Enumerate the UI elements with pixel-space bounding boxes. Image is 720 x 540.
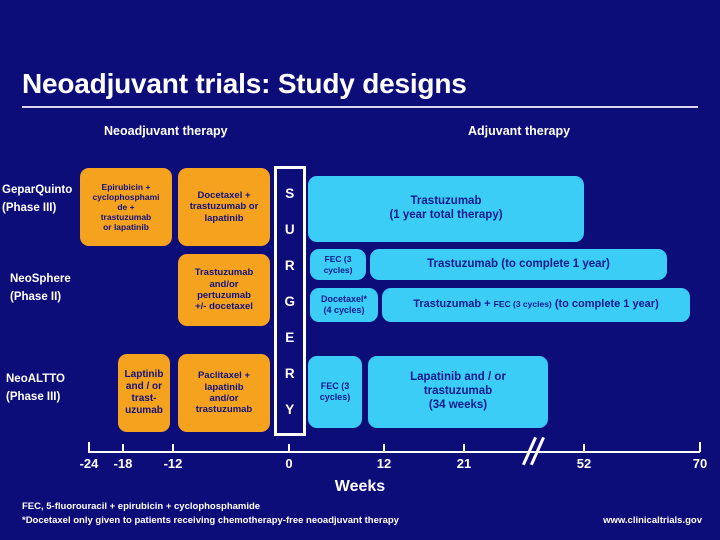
axis-title-weeks: Weeks [334,478,386,495]
axis-tick [583,444,585,452]
surgery-letter: U [284,221,296,237]
axis-tick-label: 21 [456,456,472,471]
box-line: Trastuzumab + [413,298,491,311]
box-neoaltto-neoadjuvant-1[interactable]: Laptinib and / or trast- uzumab [118,354,170,432]
trial-phase: (Phase II) [10,290,62,303]
box-neoaltto-neoadjuvant-2[interactable]: Paclitaxel + lapatinib and/or trastuzuma… [178,354,270,432]
box-line: pertuzumab [197,290,251,301]
box-line: Trastuzumab [194,267,254,279]
box-line: lapatinib [204,381,244,393]
timeline-axis [88,451,700,453]
axis-break-marker [520,436,548,466]
axis-tick [463,444,465,452]
box-neosphere-adjuvant-trastuzumab[interactable]: Trastuzumab (to complete 1 year) [370,249,667,280]
box-geparquinto-neoadjuvant-2[interactable]: Docetaxel + trastuzumab or lapatinib [178,168,270,246]
source-url[interactable]: www.clinicaltrials.gov [603,515,702,526]
box-line: +/- docetaxel [195,301,253,313]
box-line: Laptinib [124,369,164,380]
surgery-letter: E [285,329,295,345]
box-line: de + [117,201,135,212]
page-title: Neoadjuvant trials: Study designs [22,68,467,99]
trial-phase: (Phase III) [2,201,57,214]
footnote-docetaxel: *Docetaxel only given to patients receiv… [22,515,399,526]
box-line: trastuzumab [100,212,152,223]
axis-tick [699,442,701,452]
box-line: and/or [209,393,239,404]
box-line: or lapatinib [103,222,149,233]
box-line: Docetaxel* [320,294,368,305]
box-line: and/or [209,278,239,290]
trial-label-neosphere: NeoSphere (Phase II) [10,271,71,307]
box-line: and / or [125,381,163,392]
box-line: cycles) [319,392,351,402]
axis-tick [122,444,124,452]
box-line: cycles) [323,264,353,275]
trial-phase: (Phase III) [6,390,61,403]
trial-name: GeparQuinto [2,184,73,196]
trial-label-neoaltto: NeoALTTO (Phase III) [6,371,65,407]
axis-tick-label: 52 [576,456,592,471]
axis-tick-label: -12 [163,456,183,471]
surgery-letter: Y [285,401,295,417]
column-header-adjuvant: Adjuvant therapy [468,124,571,138]
box-line: lapatinib [204,212,244,224]
box-line: Lapatinib and / or [410,371,506,384]
box-neosphere-adjuvant-fec[interactable]: FEC (3 cycles) [310,249,366,280]
box-line: trastuzumab or [189,201,259,213]
column-header-neoadjuvant: Neoadjuvant therapy [104,124,228,138]
box-line-small: FEC (3 cycles) [493,299,552,310]
box-geparquinto-neoadjuvant-1[interactable]: Epirubicin + cyclophosphami de + trastuz… [80,168,172,246]
axis-tick-label: 70 [692,456,708,471]
axis-tick [88,442,90,452]
box-line: (34 weeks) [428,398,488,411]
box-line: Trastuzumab [410,195,482,208]
box-line: uzumab [125,405,163,416]
surgery-letter: S [285,185,295,201]
title-divider [22,106,698,108]
box-line: trast- [131,393,157,404]
box-line: Paclitaxel + [197,370,250,382]
axis-tick [383,444,385,452]
box-line: (1 year total therapy) [389,209,503,221]
surgery-bar: S U R G E R Y [274,166,306,436]
trial-name: NeoALTTO [6,373,65,385]
box-line: (4 cycles) [323,305,365,315]
axis-tick [288,444,290,452]
axis-tick-label: 0 [285,456,293,471]
box-neosphere-adjuvant-docetaxel[interactable]: Docetaxel* (4 cycles) [310,288,378,322]
box-line: Docetaxel + [197,189,251,201]
box-neoaltto-adjuvant-lapatinib[interactable]: Lapatinib and / or trastuzumab (34 weeks… [368,356,548,428]
surgery-letter: G [284,293,296,309]
axis-tick-label: 12 [376,456,392,471]
box-neoaltto-adjuvant-fec[interactable]: FEC (3 cycles) [308,356,362,428]
axis-tick-label: -18 [113,456,133,471]
trial-label-geparquinto: GeparQuinto (Phase III) [2,182,72,218]
axis-tick [172,444,174,452]
surgery-letter: R [284,257,296,273]
footnote-fec: FEC, 5-fluorouracil + epirubicin + cyclo… [22,501,261,512]
box-neosphere-adjuvant-trastuzumab-fec[interactable]: Trastuzumab + FEC (3 cycles) (to complet… [382,288,690,322]
box-line: (to complete 1 year) [554,298,659,311]
box-geparquinto-adjuvant-1[interactable]: Trastuzumab (1 year total therapy) [308,176,584,242]
box-line: FEC (3 [324,254,352,265]
axis-tick-label: -24 [79,456,99,471]
box-line: Epirubicin + [101,181,151,192]
box-line: Trastuzumab (to complete 1 year) [427,257,610,270]
box-line: trastuzumab [423,385,493,398]
box-line: trastuzumab [195,404,253,416]
box-neosphere-neoadjuvant-1[interactable]: Trastuzumab and/or pertuzumab +/- doceta… [178,254,270,326]
box-line: FEC (3 [320,381,350,392]
surgery-letter: R [284,365,296,381]
box-line: cyclophosphami [92,191,160,202]
trial-name: NeoSphere [10,273,71,285]
